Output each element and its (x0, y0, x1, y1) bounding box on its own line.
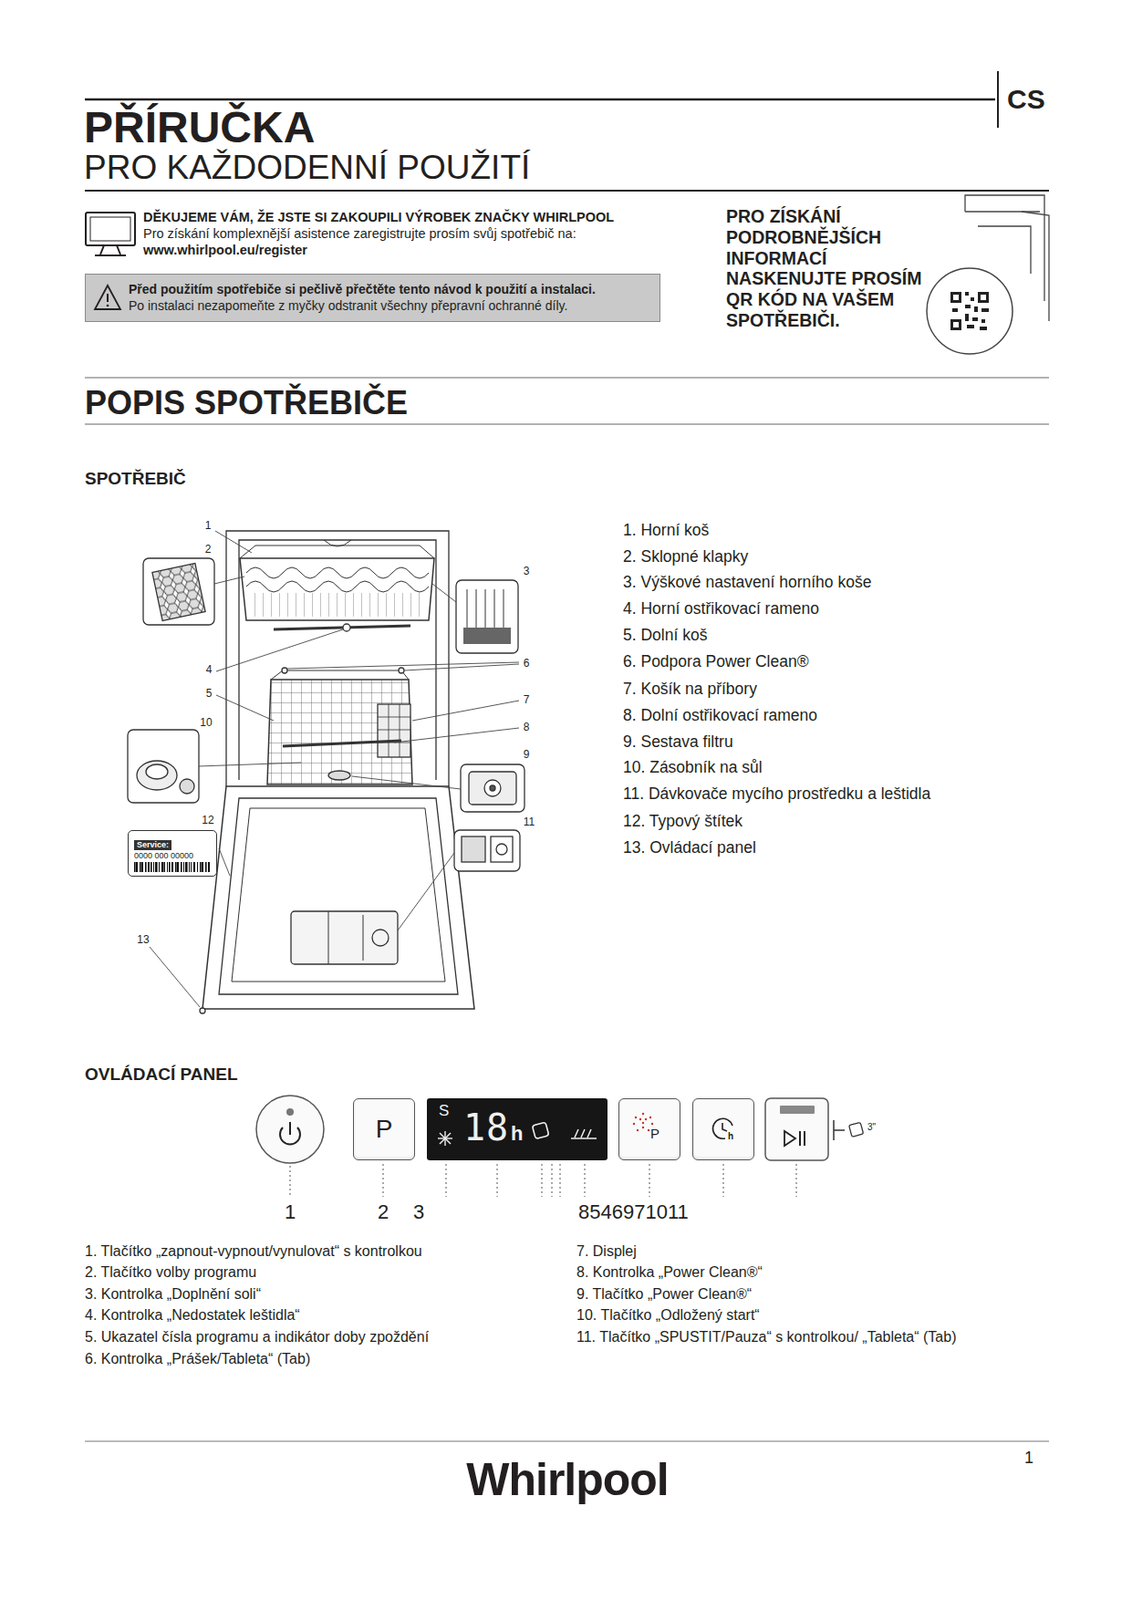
control-panel-artwork (256, 1095, 864, 1197)
clock-icon (692, 1098, 755, 1161)
callout-number: 5 (206, 687, 213, 701)
panel-list-item: 9. Tlačítko „Power Clean®“ (576, 1286, 752, 1303)
subsection-heading: OVLÁDACÍ PANEL (84, 1064, 238, 1085)
part-list-item: 13. Ovládací panel (623, 838, 757, 857)
callout-number: 2 (205, 543, 212, 557)
page-number: 1 (1024, 1448, 1034, 1468)
part-list-item: 2. Sklopné klapky (623, 547, 748, 566)
subsection-heading: SPOTŘEBIČ (84, 468, 187, 489)
thanks-heading: DĚKUJEME VÁM, ŽE JSTE SI ZAKOUPILI VÝROB… (143, 209, 614, 226)
tab-duration: 3" (867, 1121, 876, 1133)
part-list-item: 8. Dolní ostřikovací rameno (623, 706, 818, 725)
panel-list-item: 1. Tlačítko „zapnout-vypnout/vynulovat“ … (84, 1243, 423, 1260)
part-list-item: 12. Typový štítek (623, 811, 743, 831)
node-text: Před použitím spotřebiče si pečlivě přeč… (128, 280, 649, 298)
part-list-item: 9. Sestava filtru (623, 732, 734, 751)
part-list-item: 10. Zásobník na sůl (623, 758, 763, 777)
part-list-item: 4. Horní ostřikovací rameno (623, 599, 820, 618)
warning-band: Před použitím spotřebiče si pečlivě přeč… (84, 273, 661, 322)
node-text: Po instalaci nezapomeňte z myčky odstran… (128, 297, 649, 314)
callout-number: 1 (284, 1200, 296, 1224)
node-text: h (727, 1132, 734, 1142)
part-list-item: 3. Výškové nastavení horního koše (623, 572, 872, 592)
callout-number: 10 (199, 716, 212, 730)
type-plate: Service:0000 000 00000 (127, 830, 218, 877)
panel-list-item: 8. Kontrolka „Power Clean®“ (576, 1264, 763, 1281)
brand-logo: Whirlpool (466, 1453, 669, 1507)
callout-number: 9 (523, 748, 530, 762)
display-panel: S 18h (426, 1098, 608, 1161)
power-clean-button: P (618, 1098, 681, 1161)
panel-list-item: 3. Kontrolka „Doplnění soli“ (84, 1286, 261, 1303)
language-code: CS (1007, 83, 1046, 116)
register-note: Pro získání komplexnější asistence zareg… (143, 226, 577, 242)
warning-icon (93, 283, 123, 312)
panel-list-item: 6. Kontrolka „Prášek/Tableta“ (Tab) (84, 1350, 311, 1368)
part-list-item: 6. Podpora Power Clean® (623, 652, 810, 671)
callout-number: 3 (413, 1200, 425, 1224)
node-text: 18 (463, 1109, 509, 1146)
node-text: h (510, 1123, 523, 1144)
qr-note: PRO ZÍSKÁNÍ PODROBNĚJŠÍCH INFORMACÍ NASK… (726, 206, 932, 332)
part-list-item: 1. Horní koš (623, 520, 709, 540)
panel-list-item: 11. Tlačítko „SPUSTIT/Pauza“ s kontrolko… (576, 1329, 956, 1346)
callout-number: 1 (205, 519, 212, 533)
callout-number: 2 (377, 1200, 389, 1224)
node-text: S (438, 1102, 449, 1119)
callout-number: 8 (523, 721, 530, 735)
panel-list-item: 5. Ukazatel čísla programu a indikátor d… (84, 1329, 429, 1346)
program-button: P (353, 1098, 416, 1161)
callout-number: 6 (523, 657, 530, 671)
callout-number: 3 (523, 565, 530, 579)
panel-list-item: 10. Tlačítko „Odložený start“ (576, 1307, 760, 1324)
panel-list-item: 2. Tlačítko volby programu (84, 1264, 257, 1281)
node-text: Service: (134, 840, 172, 851)
register-url: www.whirlpool.eu/register (143, 242, 308, 259)
callout-number: 4 (206, 664, 213, 677)
callout-number: 13 (136, 934, 149, 947)
node-text: P (650, 1126, 660, 1141)
node-text: P (375, 1116, 394, 1143)
node-text: 0000 000 00000 (134, 851, 211, 862)
callout-number: 11 (523, 816, 535, 830)
delay-start-button: h (692, 1098, 755, 1161)
panel-list-item: 7. Displej (576, 1243, 637, 1260)
part-list-item: 7. Košík na příbory (623, 679, 758, 698)
page-title: PŘÍRUČKA (83, 102, 315, 153)
callout-number: 7 (523, 694, 530, 707)
part-list-item: 5. Dolní koš (623, 625, 707, 644)
part-list-item: 11. Dávkovače mycího prostředku a leštid… (623, 784, 931, 803)
section-heading: POPIS SPOTŘEBIČE (84, 384, 408, 422)
qr-appliance-icon (926, 195, 1049, 354)
monitor-icon (85, 212, 136, 256)
barcode (134, 861, 211, 873)
subtitle: PRO KAŽDODENNÍ POUŽITÍ (83, 148, 530, 188)
panel-list-item: 4. Kontrolka „Nedostatek leštidla“ (84, 1307, 301, 1324)
callout-number: 8546971011 (578, 1200, 689, 1224)
dishwasher-illustration (127, 530, 525, 1014)
callout-number: 12 (201, 814, 214, 828)
header-rules (84, 71, 1049, 1442)
